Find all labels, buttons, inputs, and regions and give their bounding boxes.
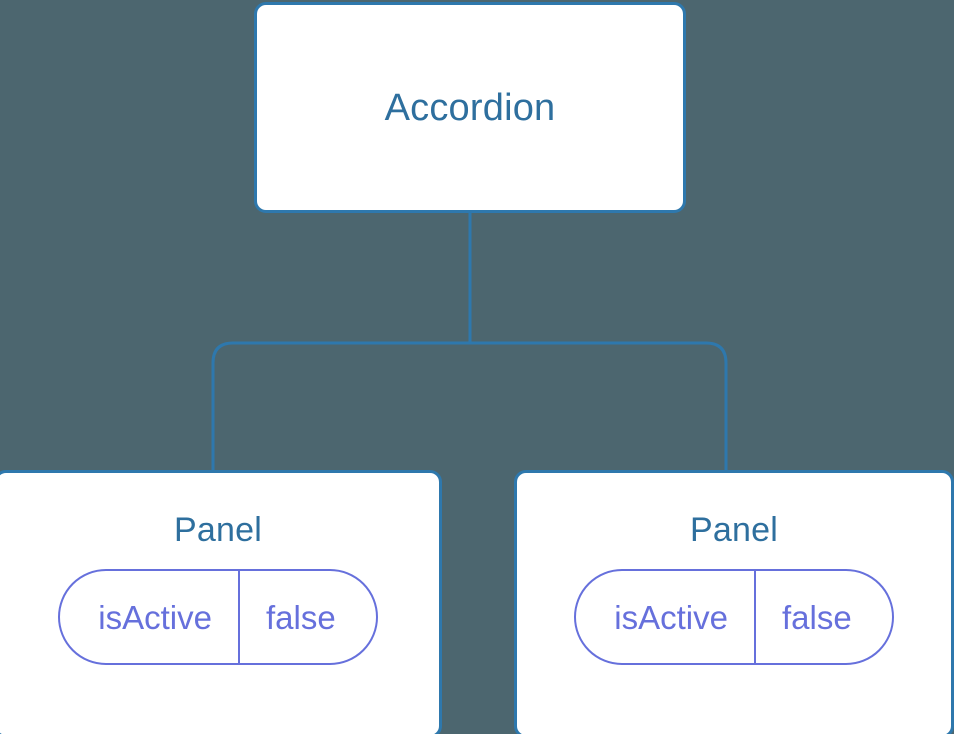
node-panel-right-title: Panel xyxy=(690,511,778,549)
node-accordion-title: Accordion xyxy=(384,86,556,129)
node-panel-right[interactable]: Panel isActive false xyxy=(514,470,954,734)
node-panel-left-title: Panel xyxy=(174,511,262,549)
node-panel-left[interactable]: Panel isActive false xyxy=(0,470,442,734)
prop-pill-isactive-left[interactable]: isActive false xyxy=(58,569,378,665)
node-accordion[interactable]: Accordion xyxy=(254,2,686,213)
prop-value-label: false xyxy=(265,598,336,636)
prop-key-label: isActive xyxy=(576,571,756,663)
connector-right-branch xyxy=(470,341,728,474)
connector-left-branch xyxy=(211,341,470,474)
prop-key-label: isActive xyxy=(60,571,240,663)
prop-value-label: false xyxy=(781,598,852,636)
prop-pill-isactive-right[interactable]: isActive false xyxy=(574,569,894,665)
